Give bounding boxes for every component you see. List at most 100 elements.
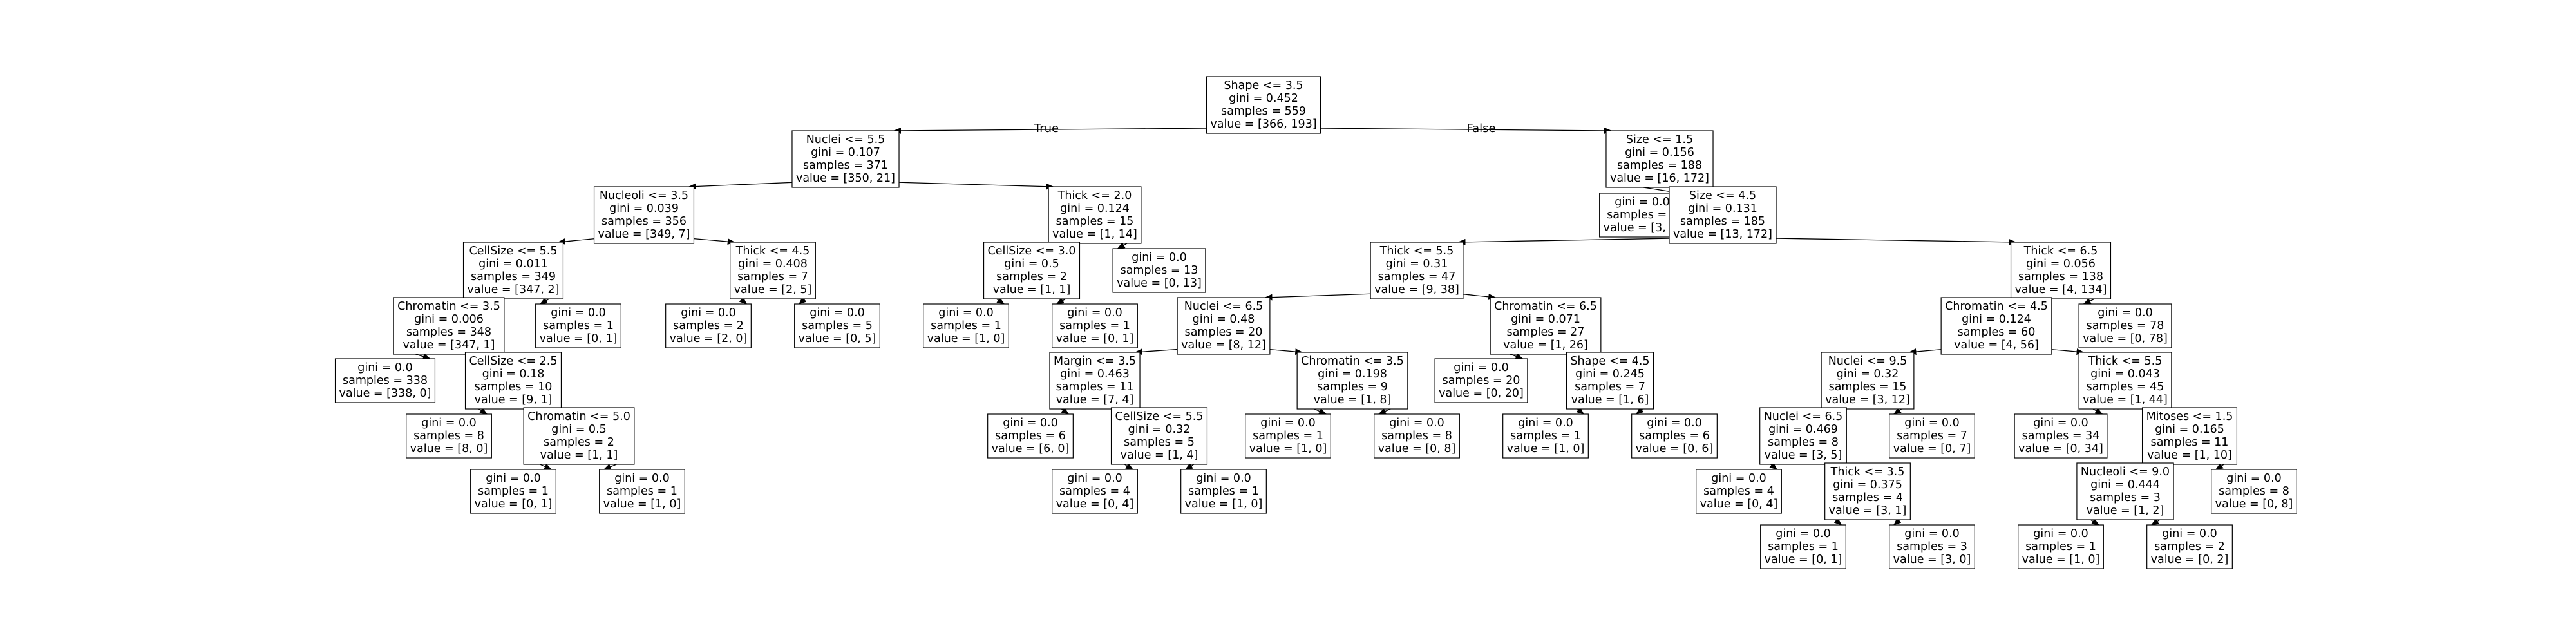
node-box bbox=[462, 242, 564, 299]
node-text-line: gini = 0.107 bbox=[811, 146, 880, 159]
node-box bbox=[599, 469, 685, 514]
node-box bbox=[1940, 297, 2052, 355]
node-text-line: value = [338, 0] bbox=[339, 387, 431, 400]
node-text-line: gini = 0.0 bbox=[1518, 417, 1573, 430]
node-text-line: gini = 0.5 bbox=[1004, 258, 1059, 270]
node-text-line: CellSize <= 5.5 bbox=[469, 245, 558, 258]
node-box bbox=[1889, 524, 1975, 569]
node-box bbox=[2146, 524, 2233, 569]
node-text-line: samples = 1 bbox=[931, 319, 1001, 332]
node-box bbox=[2014, 413, 2108, 459]
node-text-line: gini = 0.0 bbox=[2033, 417, 2088, 430]
node-box bbox=[1052, 469, 1138, 514]
node-text-line: gini = 0.0 bbox=[2033, 527, 2088, 540]
node-text-line: samples = 1 bbox=[1188, 485, 1259, 498]
node-box bbox=[1669, 186, 1777, 244]
node-text-line: gini = 0.18 bbox=[482, 368, 545, 381]
node-text-line: samples = 2 bbox=[673, 319, 744, 332]
node-text-line: samples = 348 bbox=[406, 326, 491, 339]
node-box bbox=[794, 303, 880, 348]
node-text-line: gini = 0.131 bbox=[1688, 202, 1757, 215]
node-text-line: value = [3, 12] bbox=[1825, 393, 1910, 406]
node-text-line: samples = 11 bbox=[1056, 381, 1134, 393]
node-text-line: samples = 338 bbox=[343, 374, 428, 387]
node-text-line: value = [3, 0] bbox=[1604, 222, 1681, 234]
node-box bbox=[535, 303, 621, 348]
node-box bbox=[1566, 352, 1654, 410]
node-text-line: gini = 0.463 bbox=[1060, 368, 1130, 381]
node-text-line: gini = 0.165 bbox=[2155, 423, 2224, 436]
node-box bbox=[1245, 413, 1331, 459]
node-text-line: Mitoses <= 1.5 bbox=[2146, 410, 2233, 423]
node-text-line: value = [0, 78] bbox=[2083, 332, 2168, 345]
node-text-line: value = [1, 8] bbox=[1314, 393, 1392, 406]
node-text-line: CellSize <= 3.0 bbox=[988, 245, 1076, 258]
node-box bbox=[1490, 297, 1602, 355]
node-text-line: value = [350, 21] bbox=[796, 172, 895, 185]
node-text-line: gini = 0.056 bbox=[2026, 258, 2096, 270]
node-text-line: value = [1, 0] bbox=[1249, 442, 1327, 455]
node-text-line: samples = 15 bbox=[1829, 381, 1907, 393]
node-text-line: value = [2, 0] bbox=[670, 332, 748, 345]
node-text-line: value = [366, 193] bbox=[1210, 118, 1316, 131]
node-text-line: samples = 1 bbox=[478, 485, 549, 498]
node-text-line: Chromatin <= 3.5 bbox=[1301, 355, 1404, 368]
node-text-line: samples = 7 bbox=[1575, 381, 1645, 393]
node-box bbox=[987, 413, 1074, 459]
node-text-line: samples = 3 bbox=[1897, 540, 1967, 553]
node-text-line: gini = 0.039 bbox=[609, 202, 679, 215]
node-text-line: Size <= 1.5 bbox=[1626, 133, 1693, 146]
node-text-line: value = [1, 14] bbox=[1052, 228, 1137, 241]
node-text-line: Thick <= 2.0 bbox=[1057, 189, 1132, 202]
node-text-line: samples = 6 bbox=[1639, 430, 1710, 442]
node-text-line: Chromatin <= 4.5 bbox=[1945, 300, 2048, 313]
node-text-line: gini = 0.408 bbox=[738, 258, 808, 270]
node-box bbox=[1434, 358, 1528, 403]
node-box bbox=[923, 303, 1009, 348]
node-box bbox=[470, 469, 556, 514]
node-text-line: gini = 0.32 bbox=[1128, 423, 1191, 436]
node-text-line: samples = 20 bbox=[1185, 326, 1263, 339]
node-text-line: value = [1, 0] bbox=[2022, 553, 2100, 566]
node-text-line: value = [8, 0] bbox=[410, 442, 488, 455]
node-text-line: samples = 4 bbox=[1832, 491, 1903, 504]
node-text-line: value = [1, 1] bbox=[540, 449, 618, 462]
node-text-line: gini = 0.156 bbox=[1625, 146, 1694, 159]
node-text-line: gini = 0.0 bbox=[551, 307, 606, 319]
tree-edge bbox=[557, 238, 600, 245]
node-text-line: gini = 0.0 bbox=[357, 361, 413, 374]
node-text-line: value = [1, 26] bbox=[1503, 339, 1588, 352]
tree-edge bbox=[688, 238, 735, 245]
node-text-line: gini = 0.198 bbox=[1318, 368, 1387, 381]
node-text-line: Margin <= 3.5 bbox=[1054, 355, 1136, 368]
node-text-line: CellSize <= 2.5 bbox=[469, 355, 558, 368]
node-text-line: samples = 185 bbox=[1680, 215, 1765, 228]
